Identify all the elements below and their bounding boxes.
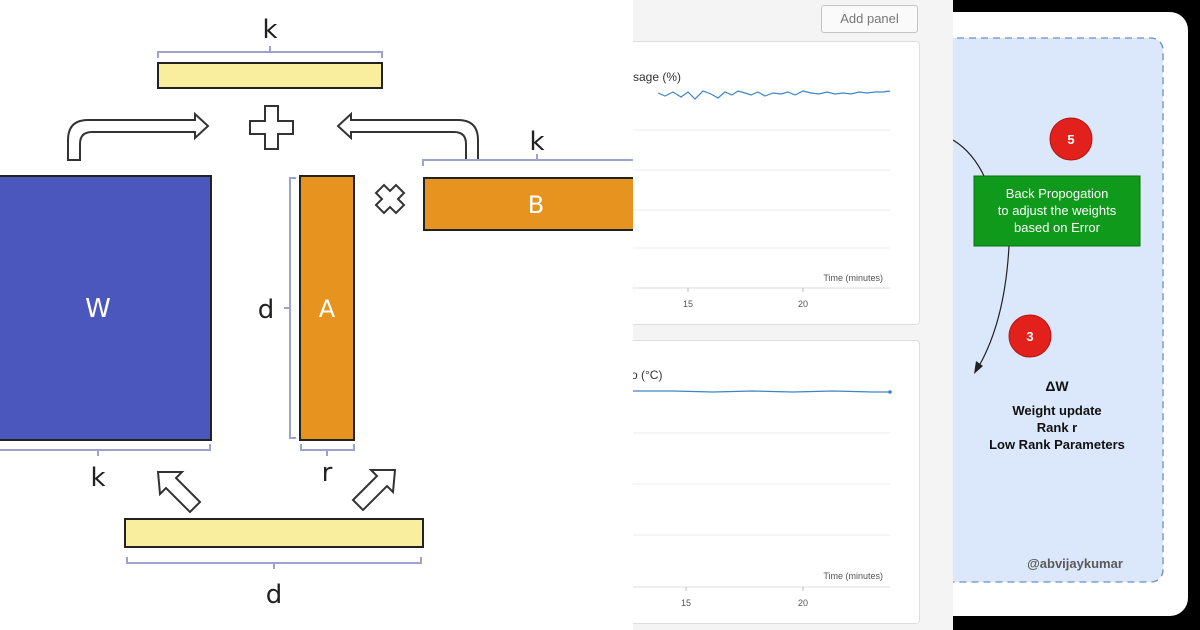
temperature-series-line (633, 390, 890, 393)
delta-w-symbol: ΔW (1045, 378, 1069, 394)
multiply-icon (374, 183, 406, 215)
arrow-up-right-icon (351, 469, 397, 512)
bottom-bar-label: d (266, 580, 283, 610)
add-panel-button[interactable]: Add panel (821, 5, 918, 33)
backprop-box (973, 175, 1141, 247)
usage-x-axis-label: Time (minutes) (823, 273, 883, 283)
step-3-badge (1008, 314, 1052, 358)
backprop-line-1: Back Propogation (1006, 186, 1109, 201)
plus-icon (249, 105, 294, 150)
top-bar-bracket (157, 46, 383, 58)
step-5-badge (1049, 117, 1093, 161)
w-bottom-label: k (90, 463, 105, 493)
usage-x-tick-label: 15 (683, 299, 693, 309)
temperature-x-tick-label: 15 (681, 598, 691, 608)
a-bottom-label: r (322, 458, 333, 488)
delta-w-line-3: Rank r (1037, 420, 1077, 435)
flow-connector-top (953, 139, 986, 179)
delta-w-line-2: Weight update (1012, 403, 1101, 418)
usage-chart: sage (%) Time (minutes) 15 20 (633, 70, 891, 309)
b-label: B (528, 191, 544, 219)
bottom-bar-bracket (126, 557, 422, 569)
author-credit: @abvijaykumar (1027, 556, 1123, 571)
arrow-right-icon (67, 111, 210, 161)
flow-panel: 5 Back Propogation to adjust the weights… (953, 0, 1200, 630)
a-side-label: d (258, 295, 275, 325)
dashboard-panel: Add panel sage (%) Time (minutes) 15 20 … (633, 0, 953, 630)
temperature-series-endpoint (888, 390, 892, 394)
usage-chart-title: sage (%) (633, 70, 681, 84)
temperature-x-axis-label: Time (minutes) (823, 571, 883, 581)
a-side-bracket (284, 177, 296, 439)
arrow-up-left-icon (156, 471, 202, 514)
lora-diagram-panel: k k W k A d r B (0, 15, 633, 610)
flow-connector-down (978, 245, 1010, 367)
flow-svg: 5 Back Propogation to adjust the weights… (953, 12, 1188, 616)
delta-w-line-4: Low Rank Parameters (989, 437, 1125, 452)
w-bottom-bracket (0, 444, 211, 456)
arrow-down-icon (974, 361, 983, 374)
temperature-chart-card: o (°C) Time (minutes) 15 20 (633, 340, 920, 624)
w-label: W (85, 294, 111, 324)
lora-diagram-svg: k k W k A d r B (0, 15, 633, 610)
b-top-bracket (422, 154, 633, 166)
temperature-x-tick-label: 20 (798, 598, 808, 608)
flow-dashed-region (953, 37, 1164, 583)
step-5-badge-text: 5 (1067, 132, 1074, 147)
a-label: A (319, 295, 336, 323)
w-matrix (0, 175, 212, 441)
temperature-chart-title: o (°C) (633, 368, 662, 382)
b-top-label: k (529, 127, 544, 157)
usage-x-tick-label: 20 (798, 299, 808, 309)
b-matrix (423, 177, 633, 231)
backprop-line-3: based on Error (1014, 220, 1101, 235)
usage-series-line (657, 90, 891, 100)
step-3-badge-text: 3 (1026, 329, 1033, 344)
arrow-left-icon (336, 111, 479, 161)
a-bottom-bracket (300, 444, 355, 456)
top-bar-label: k (262, 15, 277, 45)
usage-chart-card: sage (%) Time (minutes) 15 20 (633, 41, 920, 325)
backprop-line-2: to adjust the weights (998, 203, 1117, 218)
input-bar (124, 518, 424, 548)
a-matrix (299, 175, 355, 441)
sum-result-bar (157, 62, 383, 89)
temperature-chart: o (°C) Time (minutes) 15 20 (633, 368, 892, 608)
